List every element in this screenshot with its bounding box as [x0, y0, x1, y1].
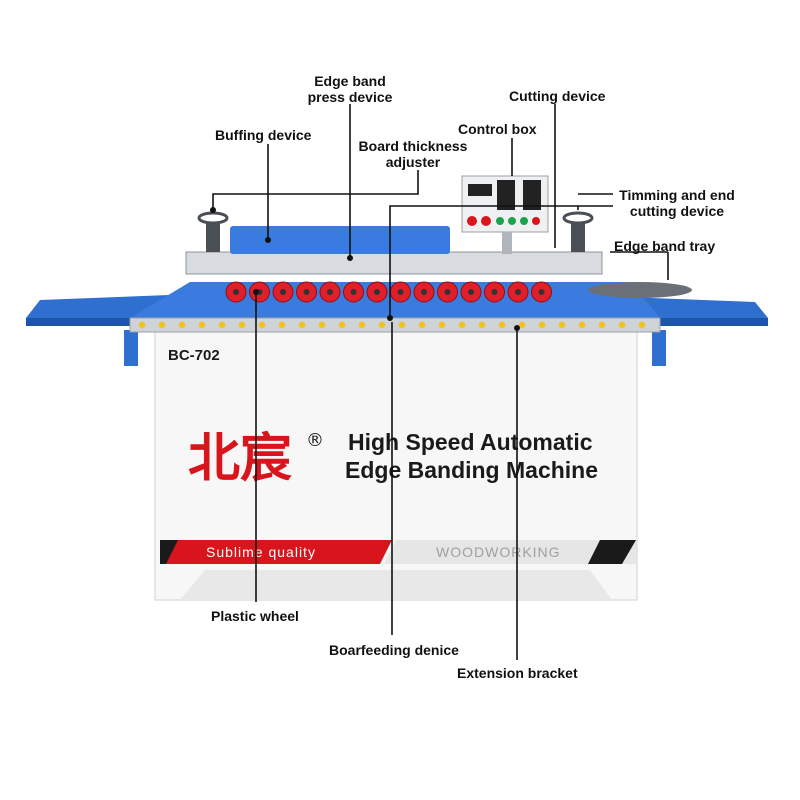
plastic-wheel-hub: [397, 289, 404, 295]
callout-plastic-wheel: Plastic wheel: [211, 608, 299, 624]
callout-buffing-device: Buffing device: [215, 127, 312, 143]
plastic-wheels: [225, 281, 552, 303]
strip-dark-accent: [588, 540, 636, 564]
callout-edge-band-press-line2: press device: [307, 89, 393, 105]
control-box: [461, 175, 549, 254]
feed-roller-dot: [158, 321, 166, 329]
feed-roller-dot: [358, 321, 366, 329]
left-bracket: [124, 330, 138, 366]
brand-logo: 北宸: [188, 429, 292, 489]
model-label: BC-702: [168, 347, 220, 364]
plastic-wheel-hub: [491, 289, 498, 295]
plastic-wheel-hub: [280, 289, 286, 295]
feed-roller-dot: [458, 321, 466, 329]
left-extension-edge: [26, 318, 196, 326]
plastic-wheel-hub: [374, 289, 380, 295]
feed-roller-dot: [478, 321, 486, 329]
plastic-wheel-hub: [327, 289, 333, 295]
feed-roller-dot: [258, 321, 266, 329]
plastic-wheel-hub: [515, 289, 521, 295]
feed-roller-dot: [518, 321, 526, 329]
feed-roller-dot: [618, 321, 626, 329]
feed-roller-dot: [638, 321, 646, 329]
plastic-wheel-hub: [468, 289, 474, 295]
callout-control-box: Control box: [458, 121, 537, 137]
feed-roller-dot: [218, 321, 226, 329]
feed-roller-dot: [298, 321, 306, 329]
feed-roller-dot: [538, 321, 546, 329]
feed-roller-dot: [398, 321, 406, 329]
strip-left-text: Sublime quality: [206, 544, 316, 560]
strip-gray: [384, 540, 636, 564]
plastic-wheel-hub: [421, 289, 427, 295]
cabinet-base-cutout: [180, 570, 612, 600]
callout-edge-band-tray: Edge band tray: [614, 238, 716, 254]
callout-boarfeeding: Boarfeeding denice: [329, 642, 459, 658]
left-handwheel: [197, 211, 229, 252]
front-rail: [129, 317, 661, 333]
callout-timming: Timming and end cutting device: [612, 187, 742, 219]
edge-band-tray: [588, 282, 692, 298]
callout-edge-band-press: Edge band press device: [300, 73, 400, 105]
headline-line2: Edge Banding Machine: [345, 457, 598, 483]
callout-extension-bracket: Extension bracket: [457, 665, 578, 681]
callout-board-thickness-line1: Board thickness: [358, 138, 468, 154]
feed-roller-dot: [558, 321, 566, 329]
feed-roller-dot: [278, 321, 286, 329]
callout-board-thickness-line2: adjuster: [385, 154, 441, 170]
callout-dots: [210, 207, 520, 331]
strip-right-text: WOODWORKING: [436, 544, 561, 560]
headline-line1: High Speed Automatic: [348, 429, 593, 455]
feed-roller-dot: [598, 321, 606, 329]
right-bracket: [652, 330, 666, 366]
feed-roller-dot: [138, 321, 146, 329]
plastic-wheel-hub: [350, 289, 357, 295]
plastic-wheel-hub: [538, 289, 545, 295]
feed-roller-dot: [378, 321, 386, 329]
feed-roller-dot: [198, 321, 206, 329]
feed-roller-dot: [338, 321, 346, 329]
registered-mark: ®: [306, 430, 324, 451]
feed-roller-dot: [238, 321, 246, 329]
right-extension-edge: [600, 318, 768, 326]
plastic-wheel-hub: [444, 289, 451, 295]
press-beam: [185, 251, 603, 275]
right-handwheel: [562, 211, 594, 252]
feed-roller-dot: [178, 321, 186, 329]
upper-housing: [230, 226, 450, 254]
callout-timming-line2: cutting device: [629, 203, 725, 219]
feed-roller-dot: [578, 321, 586, 329]
plastic-wheel-hub: [303, 289, 310, 295]
feed-roller-dot: [438, 321, 446, 329]
feed-roller-dot: [418, 321, 426, 329]
callout-edge-band-press-line1: Edge band: [314, 73, 386, 89]
feed-roller-dot: [318, 321, 326, 329]
strip-black-accent: [160, 540, 178, 564]
callout-cutting-device: Cutting device: [509, 88, 606, 104]
feed-rollers: [138, 321, 646, 329]
callout-timming-line1: Timming and end: [619, 187, 735, 203]
plastic-wheel-hub: [233, 289, 239, 295]
strip-red: [160, 540, 392, 564]
callout-board-thickness: Board thickness adjuster: [355, 138, 471, 170]
callout-leaders: [212, 104, 669, 660]
feed-roller-dot: [498, 321, 506, 329]
